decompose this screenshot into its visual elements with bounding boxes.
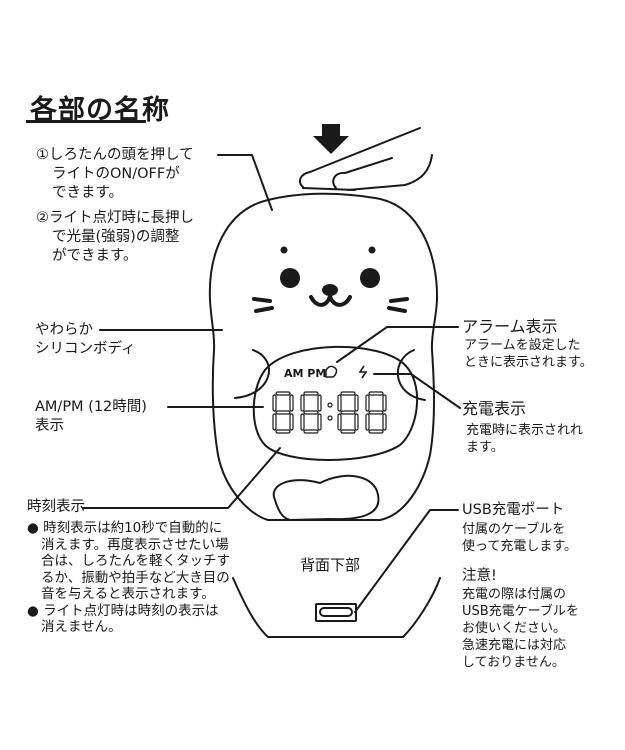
eye-right bbox=[360, 268, 380, 288]
callout-usb-port: USB充電ポート 付属のケーブルを 使って充電します。 bbox=[462, 502, 578, 554]
leader-usb bbox=[354, 509, 459, 613]
body-outline bbox=[208, 192, 439, 521]
time-display-heading: 時刻表示 bbox=[27, 499, 85, 515]
down-arrow-icon bbox=[313, 124, 349, 154]
ampm-indicator: AM PM bbox=[284, 367, 327, 380]
leader-charge bbox=[373, 373, 461, 409]
usb-c-port-icon bbox=[315, 603, 357, 622]
alarm-bell-icon bbox=[325, 365, 338, 378]
back-bottom-label: 背面下部 bbox=[300, 556, 361, 574]
brow-right bbox=[368, 246, 376, 254]
callout-ampm: AM/PM (12時間) 表示 bbox=[35, 399, 147, 434]
display-screen-outline bbox=[252, 345, 419, 461]
finger-press-icon bbox=[298, 127, 433, 191]
callout-silicone-body: やわらか シリコンボディ bbox=[35, 322, 136, 357]
leader-alarm bbox=[336, 326, 459, 363]
right-flipper bbox=[397, 349, 426, 401]
nose bbox=[322, 284, 338, 296]
left-flipper bbox=[234, 349, 270, 399]
title-underline bbox=[26, 120, 146, 123]
leader-head bbox=[217, 154, 273, 211]
callout-caution: 注意! 充電の際は付属の USB充電ケーブルを お使いください。 急速充電には対… bbox=[462, 568, 579, 670]
back-bottom-outline bbox=[232, 577, 441, 638]
brow-left bbox=[280, 246, 288, 254]
callout-charge: 充電表示 充電時に表示されれ ます。 bbox=[462, 399, 584, 455]
callout-alarm: アラーム表示 アラームを設定した ときに表示されます。 bbox=[462, 317, 593, 370]
callout-head-press: ①しろたんの頭を押して ライトのON/OFFが できます。 ②ライト点灯時に長押… bbox=[36, 147, 194, 264]
mouth bbox=[309, 295, 352, 307]
eye-left bbox=[280, 268, 300, 288]
whisker bbox=[252, 297, 272, 303]
clock-digits bbox=[272, 391, 387, 434]
charging-bolt-icon bbox=[358, 365, 368, 379]
face bbox=[280, 246, 380, 296]
callout-time-display: 時刻表示 ● 時刻表示は約10秒で自動的に 消えます。再度表示させたい場 合は、… bbox=[27, 499, 230, 635]
tail-feet bbox=[272, 474, 380, 521]
leader-time bbox=[82, 447, 281, 509]
